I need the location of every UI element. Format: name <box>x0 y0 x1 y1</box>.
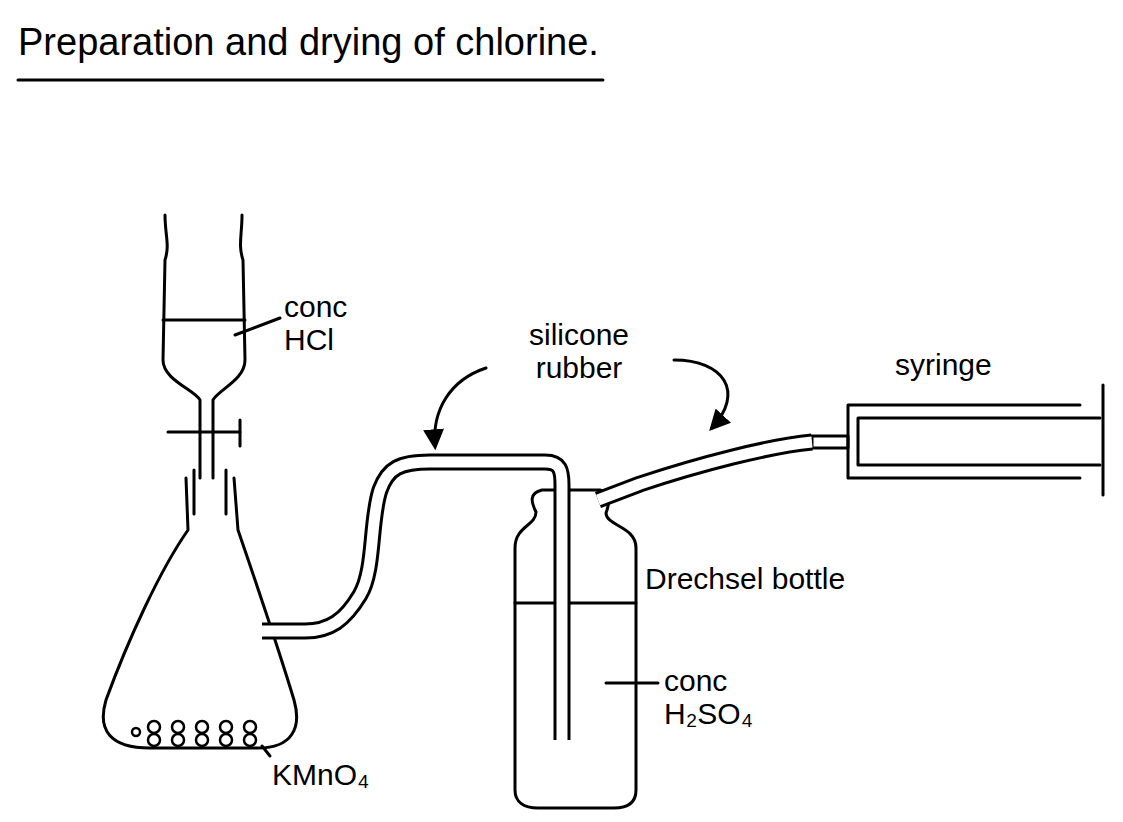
part-label: syringe <box>895 348 1095 381</box>
conical-flask <box>103 470 296 748</box>
title-underline <box>18 79 603 82</box>
dropping-funnel <box>163 215 245 478</box>
reagent-label: KMnO₄ <box>272 758 432 791</box>
reagent-label: conc HCl <box>284 290 379 356</box>
crystals <box>132 721 256 746</box>
diagram-title: Preparation and drying of chlorine. <box>18 22 599 64</box>
leader-lines <box>235 318 728 756</box>
part-label: Drechsel bottle <box>645 562 945 595</box>
tubing-label: silicone rubber <box>488 318 670 384</box>
drechsel-bottle <box>515 490 636 808</box>
reagent-label: conc H₂SO₄ <box>664 664 779 730</box>
syringe-body <box>812 385 1103 495</box>
